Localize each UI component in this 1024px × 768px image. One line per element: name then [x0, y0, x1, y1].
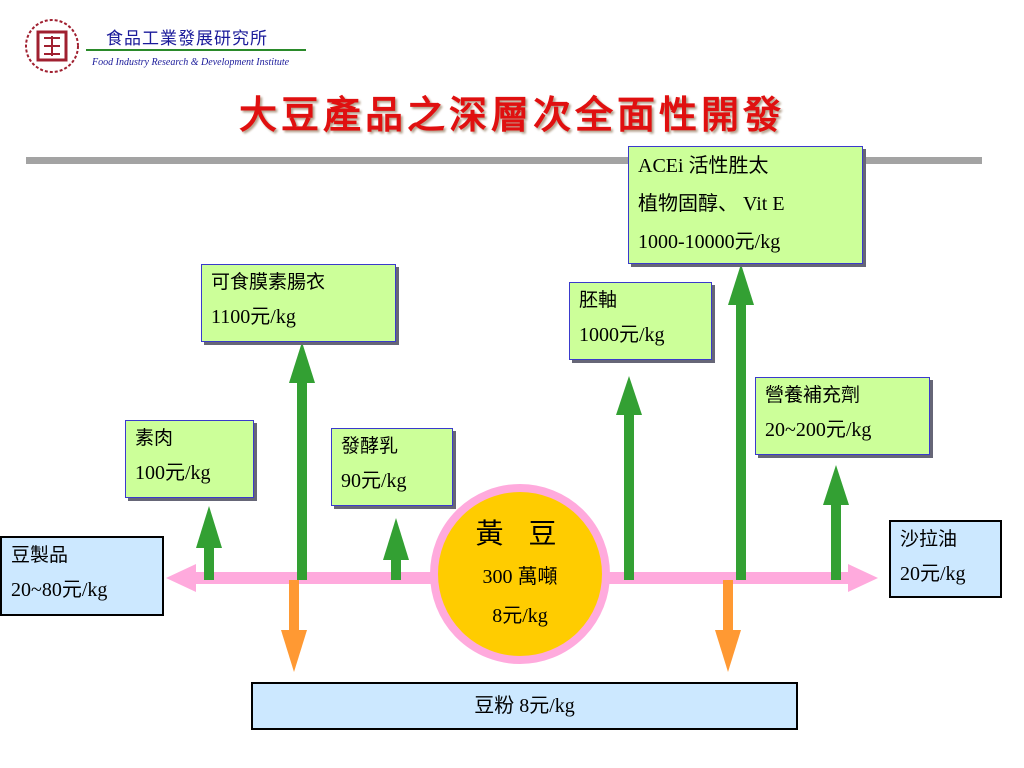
arrow-down-right-flour — [715, 580, 741, 672]
soy-products-box: 豆製品 20~80元/kg — [0, 536, 164, 616]
vegetarian-meat-box: 素肉 100元/kg — [125, 420, 254, 498]
arrow-up-casing — [289, 342, 315, 580]
arrow-up-yogurt — [383, 518, 409, 580]
germ-price: 1000元/kg — [579, 324, 665, 346]
vegetarian-meat-label: 素肉 — [135, 427, 174, 449]
header-underline — [86, 49, 306, 51]
soybean-price: 8元/kg — [492, 605, 548, 627]
nutrition-supplement-label: 營養補充劑 — [765, 384, 861, 406]
salad-oil-box: 沙拉油 20元/kg — [889, 520, 1002, 598]
soy-flour-box: 豆粉 8元/kg — [251, 682, 798, 730]
arrow-up-acei — [728, 264, 754, 580]
arrow-down-left-flour — [281, 580, 307, 672]
title-divider — [26, 157, 982, 164]
germ-box: 胚軸 1000元/kg — [569, 282, 712, 360]
page-title: 大豆產品之深層次全面性開發 — [238, 92, 785, 137]
salad-oil-price: 20元/kg — [900, 563, 966, 585]
fermented-milk-box: 發酵乳 90元/kg — [331, 428, 453, 506]
institute-seal-logo — [22, 18, 82, 74]
institute-name-en: Food Industry Research & Development Ins… — [92, 57, 290, 68]
germ-label: 胚軸 — [579, 289, 618, 311]
arrow-up-germ — [616, 376, 642, 580]
fermented-milk-price: 90元/kg — [341, 470, 407, 492]
fermented-milk-label: 發酵乳 — [341, 435, 399, 457]
institute-name-zh: 食品工業發展研究所 — [106, 29, 268, 49]
arrow-up-meat — [196, 506, 222, 580]
salad-oil-label: 沙拉油 — [900, 528, 958, 550]
nutrition-supplement-box: 營養補充劑 20~200元/kg — [755, 377, 930, 455]
edible-casing-box: 可食膜素腸衣 1100元/kg — [201, 264, 396, 342]
nutrition-supplement-price: 20~200元/kg — [765, 419, 872, 441]
soybean-center-node: 黃 豆 300 萬噸 8元/kg — [430, 484, 610, 664]
acei-line2: 植物固醇、 Vit E — [638, 193, 785, 215]
soybean-amount: 300 萬噸 — [482, 566, 558, 588]
acei-price: 1000-10000元/kg — [638, 231, 781, 253]
soybean-name: 黃 豆 — [475, 517, 565, 550]
edible-casing-price: 1100元/kg — [211, 306, 296, 328]
acei-box: ACEi 活性胜太 植物固醇、 Vit E 1000-10000元/kg — [628, 146, 863, 264]
acei-line1: ACEi 活性胜太 — [638, 155, 769, 177]
soy-products-price: 20~80元/kg — [11, 579, 108, 601]
vegetarian-meat-price: 100元/kg — [135, 462, 211, 484]
soy-flour-label: 豆粉 8元/kg — [474, 695, 575, 717]
arrow-up-nutrition — [823, 465, 849, 580]
soy-products-label: 豆製品 — [11, 544, 69, 566]
edible-casing-label: 可食膜素腸衣 — [211, 271, 326, 293]
